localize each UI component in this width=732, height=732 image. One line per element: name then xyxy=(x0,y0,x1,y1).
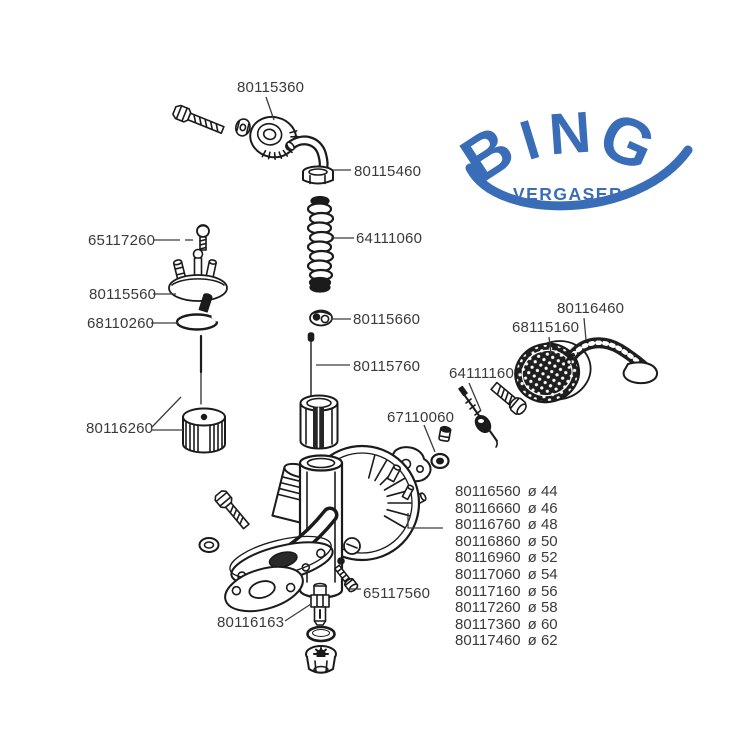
rod-64111160-illustration xyxy=(458,385,498,448)
screw-65117260-illustration xyxy=(196,224,210,251)
cover-80115560-illustration xyxy=(168,248,228,313)
logo-letter-b: B xyxy=(448,111,527,197)
logo-subtitle: VERGASER xyxy=(512,184,624,204)
washer-illustration xyxy=(198,537,220,553)
needle-80115760-illustration xyxy=(307,332,315,397)
callout-80116460: 80116460 xyxy=(557,300,625,317)
callout-80115360: 80115360 xyxy=(237,79,305,96)
callout-80115560: 80115560 xyxy=(89,286,157,303)
logo-letter-n: N xyxy=(546,99,594,168)
grommet-67110060-illustration xyxy=(430,425,452,470)
bing-logo: B I N G VERGASER xyxy=(448,96,708,230)
callout-80115660: 80115660 xyxy=(353,311,421,328)
gasket-illustration xyxy=(224,565,304,613)
elbow-80115460-illustration xyxy=(285,135,334,185)
spring-64111060-illustration xyxy=(306,195,335,293)
callout-65117560: 65117560 xyxy=(363,585,431,602)
flange-bolt-illustration xyxy=(214,490,250,530)
callout-65117260: 65117260 xyxy=(88,232,156,249)
nut-illustration xyxy=(234,118,251,137)
logo-swoosh xyxy=(465,145,693,211)
callout-64111060: 64111060 xyxy=(356,230,423,247)
callout-80115760: 80115760 xyxy=(353,358,421,375)
logo-letter-g: G xyxy=(589,96,667,186)
callout-80116163: 80116163 xyxy=(217,614,285,631)
callout-68115160: 68115160 xyxy=(512,319,580,336)
strap-80116460-illustration xyxy=(565,337,659,385)
callout-80115460: 80115460 xyxy=(354,163,422,180)
oring-68110260-illustration xyxy=(175,313,219,331)
cap-80116260-illustration xyxy=(182,407,226,454)
callout-67110060: 67110060 xyxy=(387,409,455,426)
clip-80115660-illustration xyxy=(309,309,333,327)
leader-lines xyxy=(151,96,587,622)
bolt-illustration xyxy=(490,381,527,415)
callout-80116260: 80116260 xyxy=(86,420,154,437)
jet-80116163-illustration xyxy=(310,582,330,626)
screw-illustration xyxy=(172,104,225,135)
plug-illustration xyxy=(305,645,337,674)
callout-64111160: 64111160 xyxy=(449,365,514,382)
oring-bottom-illustration xyxy=(306,625,336,643)
screw-65117560-illustration xyxy=(334,557,359,593)
slide-illustration xyxy=(299,394,339,450)
callout-68110260: 68110260 xyxy=(87,315,155,332)
